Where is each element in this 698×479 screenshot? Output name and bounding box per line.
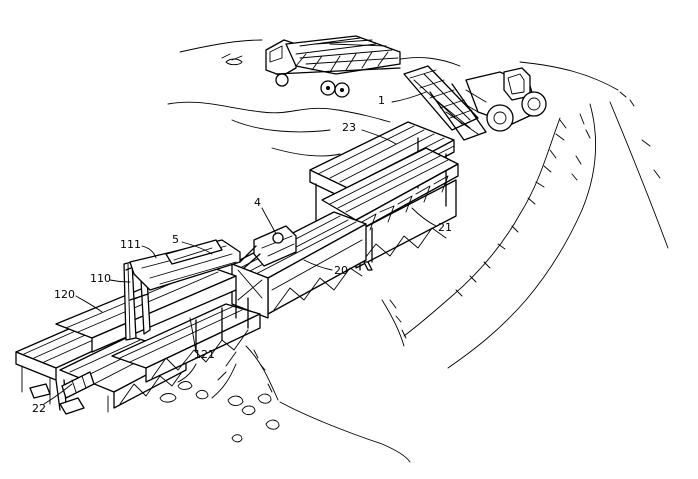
callout-110: 110 xyxy=(90,272,111,285)
leader-lines xyxy=(43,91,437,405)
leader-120 xyxy=(75,295,103,313)
leader-4 xyxy=(261,207,277,235)
far-right-field xyxy=(609,101,669,249)
callout-21: 21 xyxy=(438,221,452,234)
water-bank-middle xyxy=(231,119,341,157)
callout-5: 5 xyxy=(172,233,179,246)
launch-mast xyxy=(123,239,241,341)
leader-5 xyxy=(181,241,213,255)
truck-wheel xyxy=(275,73,289,87)
front-foot xyxy=(59,397,85,415)
callout-23: 23 xyxy=(342,121,356,134)
leader-1 xyxy=(391,91,427,103)
far-bank-line xyxy=(179,39,619,91)
leader-110 xyxy=(109,279,131,283)
leader-20 xyxy=(303,259,333,271)
loader-wheel-rear xyxy=(521,91,547,117)
loader-wheel-front xyxy=(486,104,514,132)
leader-22 xyxy=(43,383,73,405)
leader-111 xyxy=(141,245,157,259)
rubble-stones xyxy=(159,381,280,443)
callout-22: 22 xyxy=(32,402,46,415)
callout-121: 121 xyxy=(194,348,215,361)
callout-labels: 1 23 4 21 111 5 110 20 120 121 22 xyxy=(32,94,452,415)
callout-20: 20 xyxy=(334,264,348,277)
near-ground-texture xyxy=(177,349,273,399)
right-bank-texture xyxy=(455,113,591,297)
transport-truck xyxy=(265,35,401,98)
river-bank-upper-left xyxy=(167,101,391,123)
callout-111: 111 xyxy=(120,238,141,251)
callout-120: 120 xyxy=(54,288,75,301)
lifted-module xyxy=(403,65,487,141)
callout-1: 1 xyxy=(378,94,385,107)
front-bridge-section xyxy=(15,263,261,415)
right-riverbank xyxy=(403,103,596,369)
center-ground-texture xyxy=(381,299,407,347)
launch-gear-4 xyxy=(239,225,297,269)
leader-21 xyxy=(411,207,437,227)
far-bank-hatching xyxy=(221,53,635,107)
callout-4: 4 xyxy=(254,196,261,209)
stone-far xyxy=(225,58,243,66)
near-ground-line xyxy=(245,345,411,463)
terrain xyxy=(159,39,669,463)
leader-23 xyxy=(361,129,397,145)
leader-121 xyxy=(189,317,197,353)
loader-vehicle xyxy=(457,67,547,132)
